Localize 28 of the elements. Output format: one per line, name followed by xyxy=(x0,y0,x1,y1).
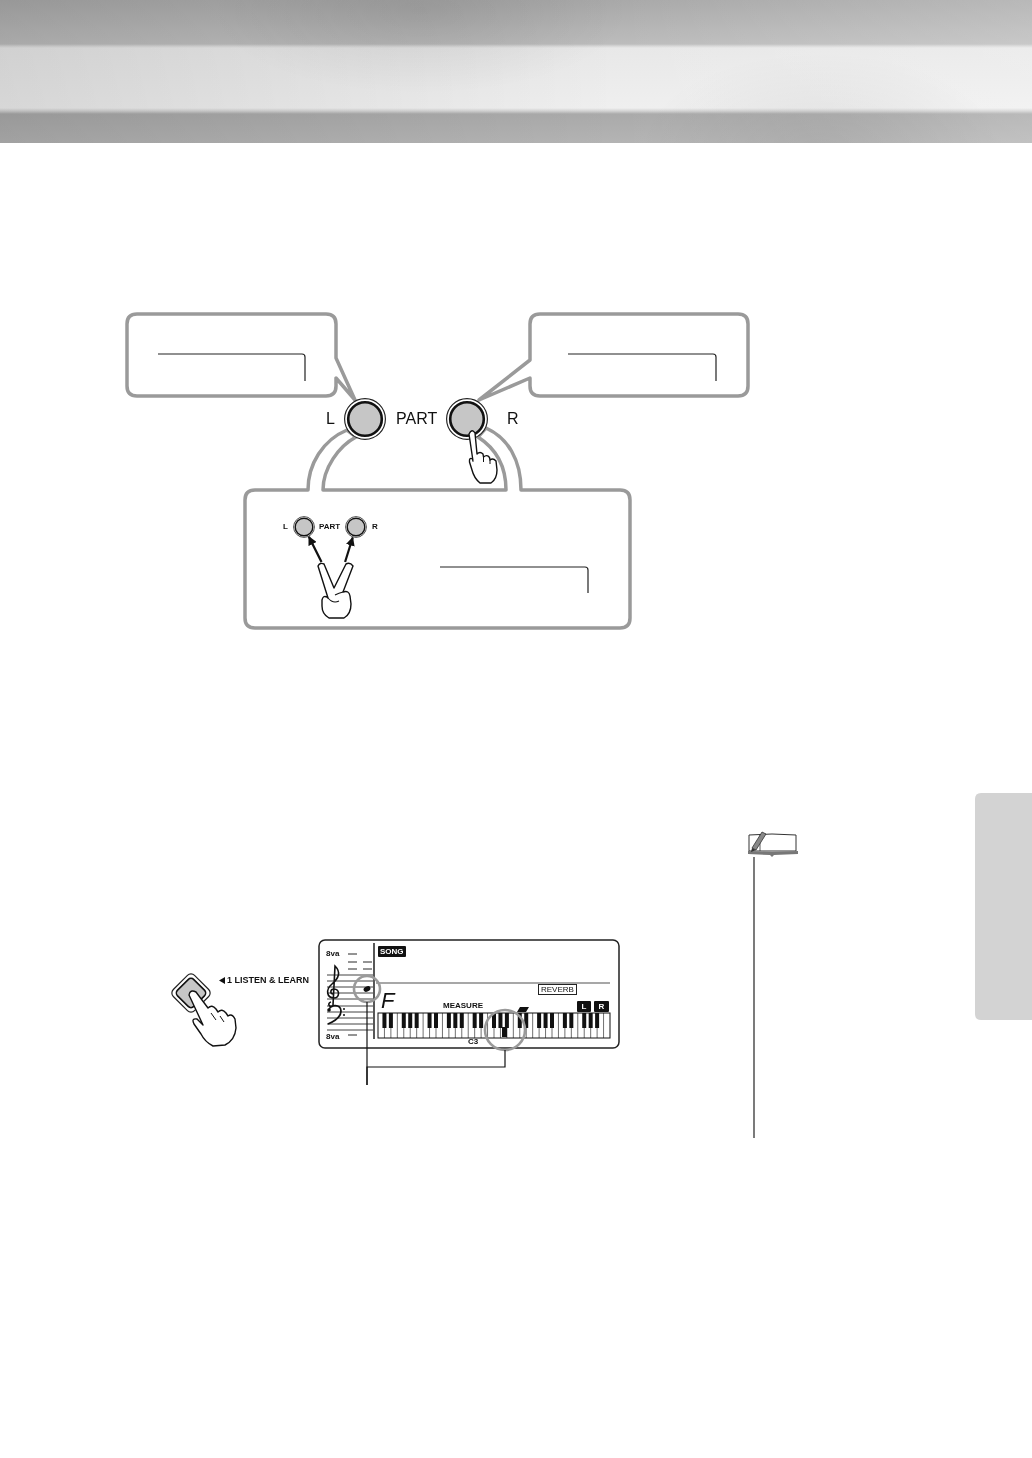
panel-label: PART xyxy=(319,523,341,531)
hand-icon xyxy=(316,562,356,620)
part-indicator: R xyxy=(594,1001,609,1012)
speech-bubble xyxy=(243,426,633,630)
panel-label: PART xyxy=(396,411,438,427)
effect-indicator: REVERB xyxy=(538,984,577,995)
measure-label: MEASURE xyxy=(443,1002,483,1010)
octave-label: 8va xyxy=(326,1033,340,1041)
arrow xyxy=(344,536,355,563)
leader-line xyxy=(366,1049,506,1086)
mode-indicator: SONG xyxy=(378,946,406,957)
chord-name: F xyxy=(381,990,395,1012)
highlight-ring xyxy=(483,1008,527,1052)
speech-bubble xyxy=(474,312,750,402)
round-button xyxy=(342,396,388,442)
round-button xyxy=(291,514,317,540)
part-label: R xyxy=(507,411,519,427)
part-label: L xyxy=(283,523,288,531)
octave-label: 8va xyxy=(326,950,340,958)
arrow xyxy=(307,536,323,563)
round-button xyxy=(444,396,490,442)
side-tab xyxy=(975,793,1032,1020)
part-label: L xyxy=(326,411,335,427)
round-button xyxy=(343,514,369,540)
part-indicator: L xyxy=(577,1001,591,1012)
part-label: R xyxy=(372,523,378,531)
function-label: 1 LISTEN & LEARN xyxy=(227,976,309,985)
highlight-ring xyxy=(352,974,382,1004)
